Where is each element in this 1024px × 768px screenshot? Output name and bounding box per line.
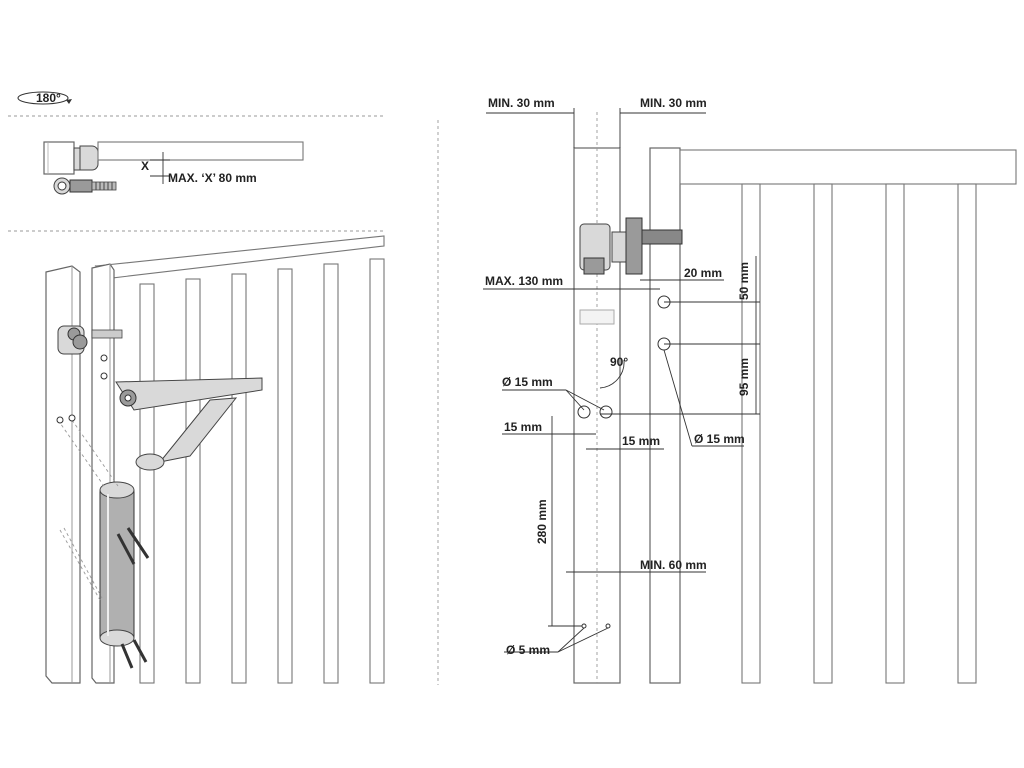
front-bar bbox=[813, 183, 833, 684]
gate-front-view: MIN. 30 mm MIN. 30 mm MAX. 130 mm 20 mm … bbox=[483, 96, 1017, 684]
gate-bar bbox=[231, 273, 247, 684]
hinge-front bbox=[579, 217, 683, 275]
gate-bar bbox=[323, 263, 339, 684]
front-bars bbox=[741, 183, 977, 684]
hole-right bbox=[599, 405, 613, 419]
dia15-right-label: Ø 15 mm bbox=[694, 432, 745, 446]
hole-left bbox=[577, 405, 591, 419]
gate-bars bbox=[139, 258, 385, 684]
screws bbox=[116, 527, 150, 669]
hinge-part bbox=[57, 325, 123, 355]
max-x-label: MAX. ‘X’ 80 mm bbox=[168, 171, 257, 185]
threaded-bolt-icon bbox=[91, 181, 117, 191]
min60-label: MIN. 60 mm bbox=[640, 558, 707, 572]
rotation-label: 180° bbox=[36, 91, 61, 105]
dim15-right-label: 15 mm bbox=[622, 434, 660, 448]
front-bar bbox=[957, 183, 977, 684]
dim50-label: 50 mm bbox=[737, 262, 751, 300]
gate-bar bbox=[369, 258, 385, 684]
dim95-label: 95 mm bbox=[737, 358, 751, 396]
min30-right-label: MIN. 30 mm bbox=[640, 96, 707, 110]
front-bar bbox=[885, 183, 905, 684]
door-closer-body bbox=[99, 481, 135, 647]
min30-left-label: MIN. 30 mm bbox=[488, 96, 555, 110]
dim15-left-label: 15 mm bbox=[504, 420, 542, 434]
hinge-detail-top: X MAX. ‘X’ 80 mm bbox=[43, 141, 304, 195]
max130-label: MAX. 130 mm bbox=[485, 274, 563, 288]
dia5-label: Ø 5 mm bbox=[506, 643, 550, 657]
dim280-label: 280 mm bbox=[535, 499, 549, 544]
closer-arm bbox=[115, 377, 263, 471]
brand-plate bbox=[579, 309, 615, 325]
gate-perspective bbox=[45, 235, 385, 684]
x-marker: X bbox=[141, 159, 149, 173]
front-bar bbox=[741, 183, 761, 684]
dim20-label: 20 mm bbox=[684, 266, 722, 280]
angle90-label: 90° bbox=[610, 355, 628, 369]
dia15-left-label: Ø 15 mm bbox=[502, 375, 553, 389]
gate-bar bbox=[277, 268, 293, 684]
rotation-180-icon: 180° bbox=[17, 91, 72, 105]
gate-bar bbox=[139, 283, 155, 684]
gate-bar bbox=[185, 278, 201, 684]
